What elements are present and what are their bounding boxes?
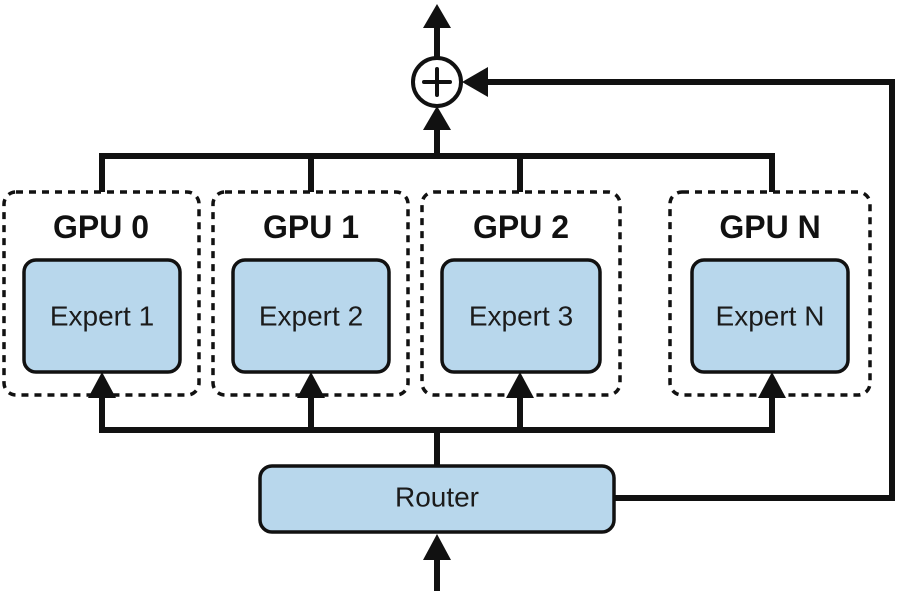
expert-3-label: Expert 3 <box>469 300 573 331</box>
router-group: Router <box>258 464 616 534</box>
expert-n-label: Expert N <box>716 300 825 331</box>
expert-2-input-arrow-icon <box>297 372 325 398</box>
residual-connection <box>462 67 895 501</box>
gpu-2-group: GPU 2 Expert 3 <box>420 190 622 397</box>
gpu-1-group: GPU 1 Expert 2 <box>211 190 410 397</box>
expert-3-box <box>440 258 602 374</box>
router-label: Router <box>395 481 479 512</box>
expert-3-input-arrow-icon <box>506 372 534 398</box>
gpu-n-label: GPU N <box>719 209 820 245</box>
routing-bus <box>88 372 786 469</box>
sum-input-arrow-head-icon <box>423 106 451 130</box>
residual-arrow-head-icon <box>462 67 488 97</box>
input-arrow-head-icon <box>423 534 451 560</box>
expert-n-box <box>690 258 850 374</box>
gpu-0-group: GPU 0 Expert 1 <box>2 190 201 397</box>
expert-output-bus <box>99 106 775 195</box>
input-arrow <box>423 534 451 591</box>
router-box <box>258 464 616 534</box>
output-arrow <box>423 4 451 61</box>
expert-2-label: Expert 2 <box>259 300 363 331</box>
expert-n-input-arrow-icon <box>758 372 786 398</box>
expert-1-input-arrow-icon <box>88 372 116 398</box>
gpu-2-label: GPU 2 <box>473 209 569 245</box>
residual-path <box>482 79 895 501</box>
sum-node <box>411 56 463 108</box>
gpu-0-label: GPU 0 <box>53 209 149 245</box>
gpu-n-group: GPU N Expert N <box>668 190 872 397</box>
gpu-1-label: GPU 1 <box>263 209 359 245</box>
expert-1-label: Expert 1 <box>50 300 154 331</box>
output-arrow-head-icon <box>423 4 451 28</box>
